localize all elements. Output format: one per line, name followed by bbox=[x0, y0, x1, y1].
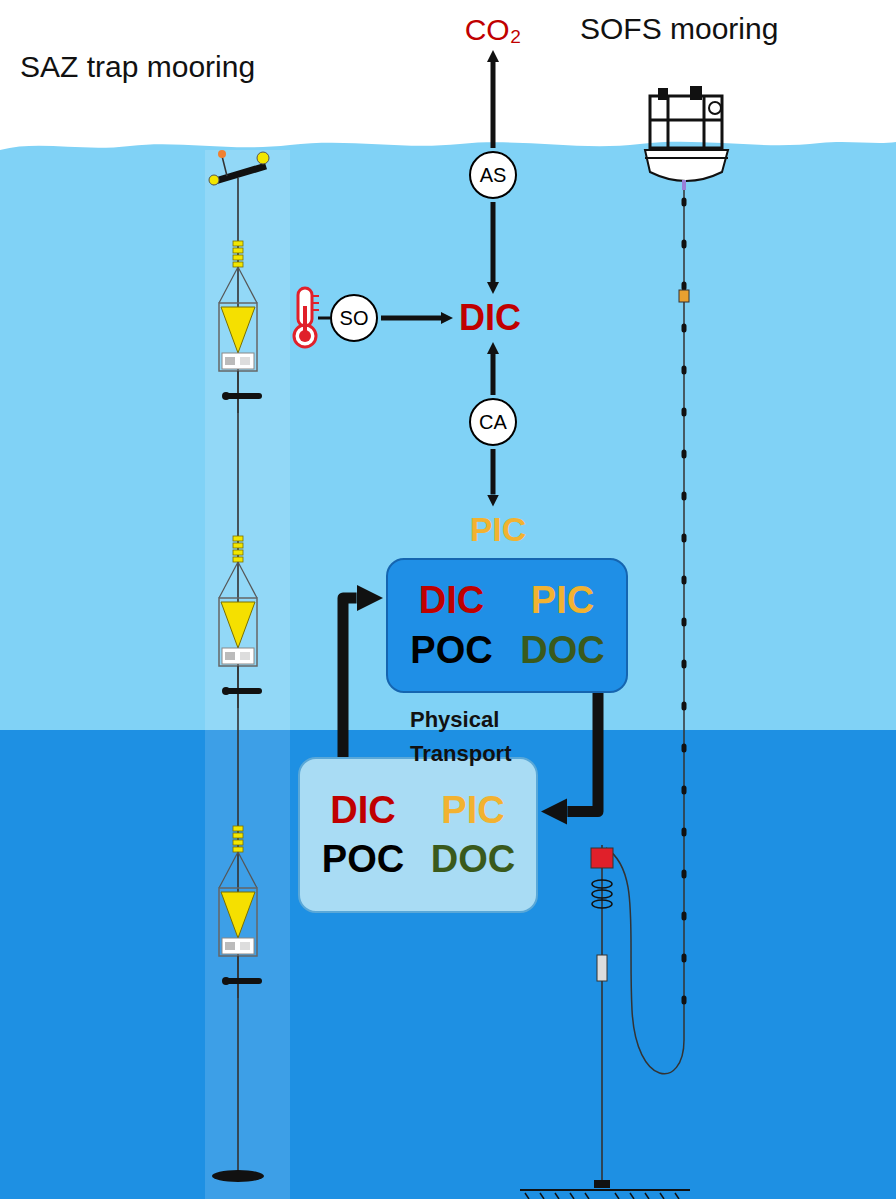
node-text: PIC bbox=[470, 510, 527, 549]
node-text: POC bbox=[308, 835, 418, 884]
node-text: AS bbox=[480, 164, 507, 187]
node-text: DIC bbox=[396, 576, 507, 625]
flow-arrow bbox=[491, 202, 496, 282]
node-text: CO₂ bbox=[465, 13, 522, 47]
mooring-strip bbox=[205, 150, 290, 1199]
node-text: DOC bbox=[418, 835, 528, 884]
gas-label: CO₂ bbox=[462, 13, 525, 47]
node-text: POC bbox=[396, 626, 507, 675]
carbon-pool-box: DICPICPOCDOC bbox=[298, 757, 538, 913]
node-text: SO bbox=[340, 307, 369, 330]
saz-mooring bbox=[209, 150, 269, 1182]
mooring-title: SAZ trap mooring bbox=[20, 50, 255, 84]
process-circle: AS bbox=[469, 151, 517, 199]
process-circle: SO bbox=[330, 294, 378, 342]
mooring-title: SOFS mooring bbox=[580, 12, 778, 46]
node-text: DIC bbox=[308, 786, 418, 835]
flow-arrow bbox=[491, 449, 496, 495]
flow-arrow bbox=[491, 62, 496, 148]
process-circle: CA bbox=[469, 398, 517, 446]
pool-label: DIC bbox=[456, 297, 524, 339]
carbon-pool-box: DICPICPOCDOC bbox=[386, 558, 628, 693]
surface-water bbox=[0, 142, 896, 730]
flow-arrow bbox=[381, 316, 441, 321]
process-label: Physical Transport bbox=[410, 703, 530, 771]
node-text: PIC bbox=[507, 576, 618, 625]
thermometer-icon bbox=[294, 288, 330, 347]
deep-water bbox=[0, 730, 896, 1199]
pool-label: PIC bbox=[467, 510, 530, 549]
flow-arrow bbox=[567, 693, 598, 812]
node-text: CA bbox=[479, 411, 507, 434]
node-text: DOC bbox=[507, 626, 618, 675]
node-text: DIC bbox=[459, 297, 521, 339]
flow-arrow bbox=[491, 354, 496, 395]
flow-arrow bbox=[343, 598, 357, 757]
node-text: PIC bbox=[418, 786, 528, 835]
